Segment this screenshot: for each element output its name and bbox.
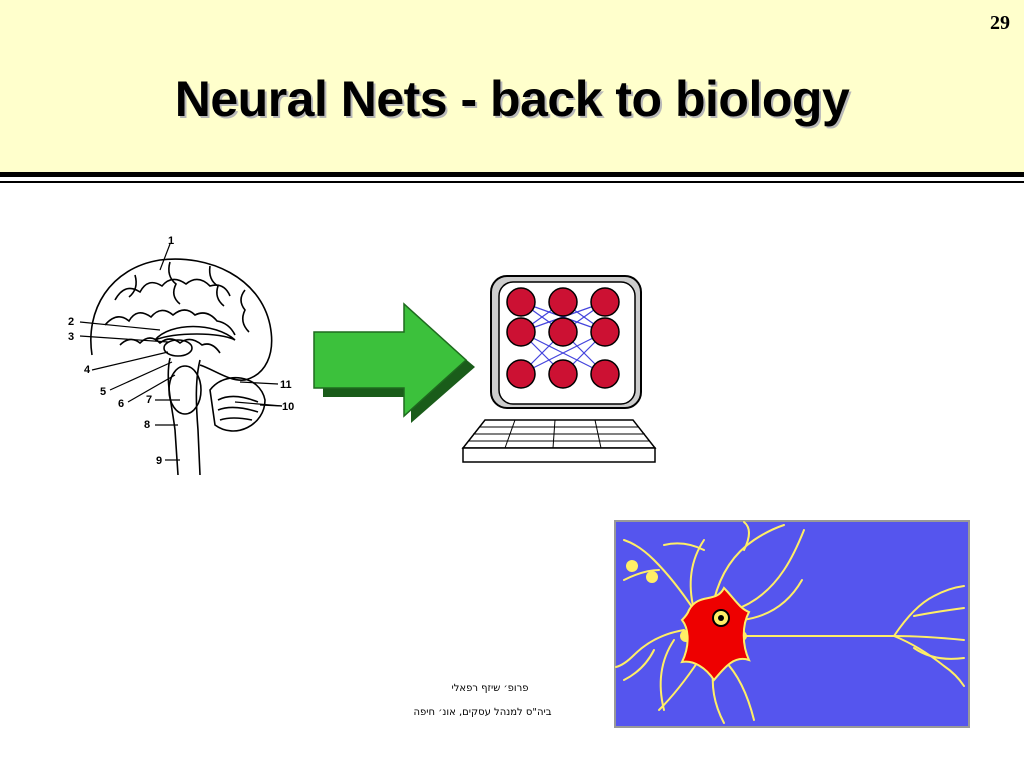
brain-label-8: 8	[144, 419, 150, 431]
footer-institution: ביה"ס למנהל עסקים, אונ׳ חיפה	[380, 707, 585, 718]
brain-label-1: 1	[168, 235, 174, 247]
header-divider-thick	[0, 172, 1024, 177]
page-number: 29	[990, 12, 1010, 35]
brain-label-9: 9	[156, 455, 162, 467]
brain-label-2: 2	[68, 316, 74, 328]
brain-label-5: 5	[100, 386, 106, 398]
slide-title: Neural Nets - back to biology	[0, 70, 1024, 128]
brain-label-4: 4	[84, 364, 91, 376]
brain-label-7: 7	[146, 394, 152, 406]
brain-label-10: 10	[282, 401, 294, 413]
brain-label-6: 6	[118, 398, 124, 410]
computer-neural-net-icon	[455, 270, 670, 470]
footer-author: פרופ׳ שיזף רפאלי	[400, 683, 580, 694]
brain-label-11: 11	[280, 379, 292, 391]
neuron-image	[614, 520, 970, 728]
brain-diagram: 1 2 3 4 5 6 7 8 9 10 11	[60, 230, 310, 480]
brain-label-3: 3	[68, 331, 74, 343]
header-divider-thin	[0, 181, 1024, 183]
